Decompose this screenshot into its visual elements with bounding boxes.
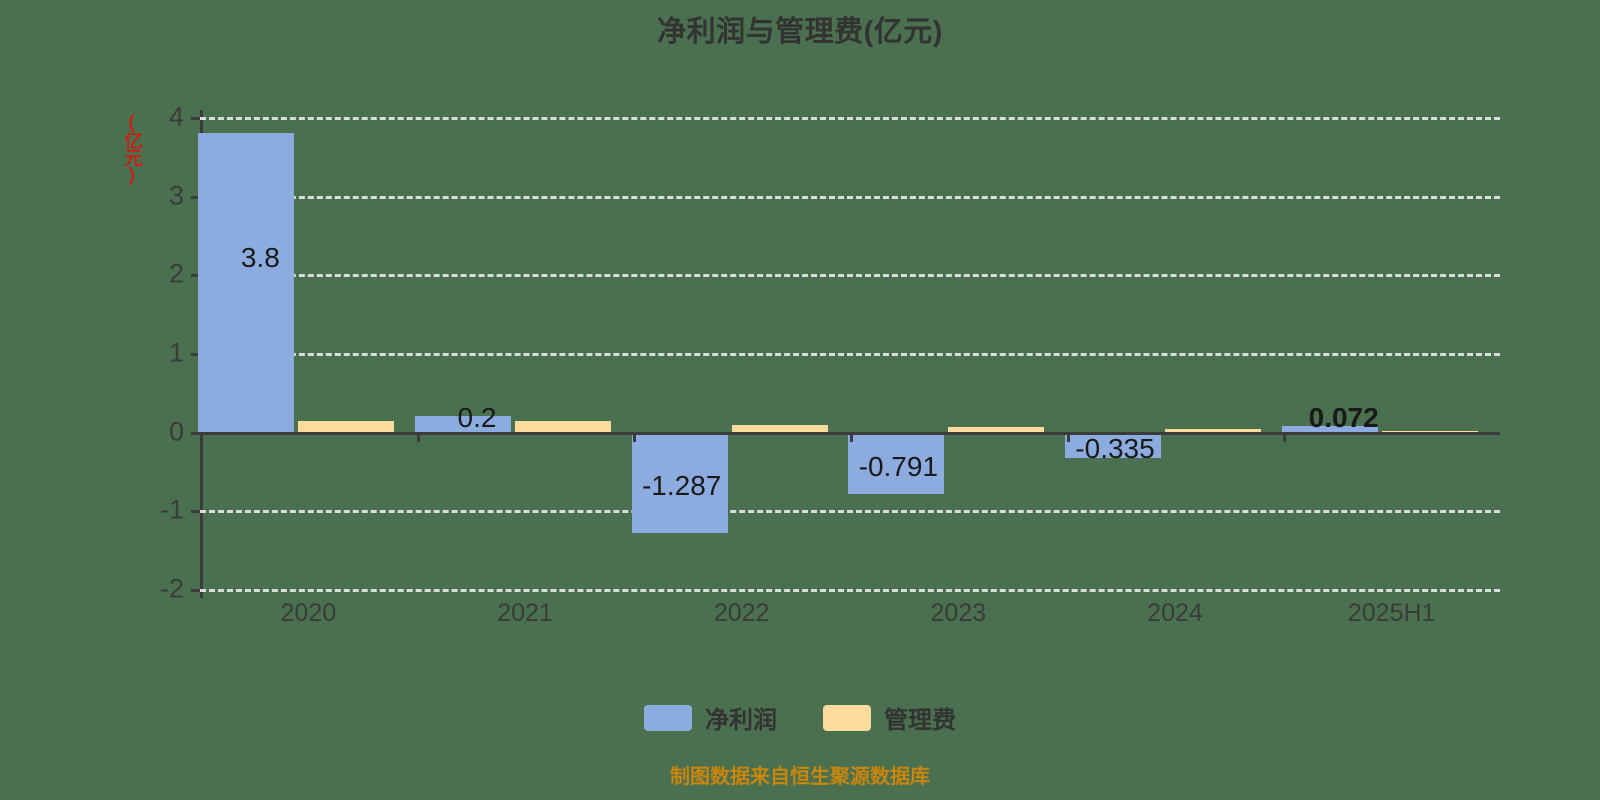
x-tick-label-2025H1: 2025H1 [1347,599,1436,627]
legend-item-admin-fee[interactable]: 管理费 [823,700,956,735]
gridline [200,510,1500,514]
bar-admin-fee-2020 [298,420,395,432]
x-tick-label-2021: 2021 [497,599,553,627]
x-tick-mark [633,431,637,442]
bar-admin-fee-2022 [731,425,828,432]
gridline [200,195,1500,199]
y-tick-label: 3 [168,180,184,211]
y-tick-mark [191,195,200,199]
x-tick-label-2024: 2024 [1147,599,1203,627]
legend-swatch-icon [823,704,871,731]
y-tick-mark [191,274,200,278]
x-tick-mark [416,431,420,442]
bar-value-label: 3.8 [240,242,280,274]
bar-value-label: 0.072 [1308,401,1379,433]
x-tick-label-2020: 2020 [280,599,337,627]
chart-legend: 净利润 管理费 [0,700,1600,735]
y-tick-mark [191,353,200,356]
legend-swatch-icon [644,704,692,731]
y-tick-label: 4 [168,101,184,132]
y-tick-label: 2 [168,258,184,289]
legend-label: 管理费 [884,707,956,734]
gridline [200,589,1500,592]
bar-value-label: 0.2 [457,401,497,433]
x-tick-mark [1066,431,1070,442]
bar-admin-fee-2021 [515,421,611,432]
y-tick-label: 0 [168,416,184,447]
bar-value-label: -0.335 [1075,432,1155,464]
bar-net-profit-2024 [1065,431,1161,458]
footer-note: 制图数据来自恒生聚源数据库 [670,766,930,788]
bar-value-label: -1.287 [641,470,722,502]
y-tick-label: -1 [159,494,184,525]
x-tick-mark [1283,431,1287,442]
x-tick-label-2022: 2022 [713,599,770,627]
gridline [200,117,1500,120]
chart-title: 净利润与管理费(亿元) [657,16,943,48]
y-tick-mark [191,589,200,592]
y-axis-title: (亿元) [121,112,142,184]
bar-admin-fee-2023 [948,427,1045,432]
y-tick-label: 1 [168,337,184,368]
x-tick-label-2023: 2023 [930,599,987,627]
y-tick-mark [191,117,200,120]
gridline [200,274,1500,278]
zero-axis-line [192,431,1500,435]
bar-admin-fee-2024 [1165,428,1261,432]
y-tick-mark [191,510,200,514]
bar-net-profit-2022 [631,431,728,533]
legend-item-net-profit[interactable]: 净利润 [644,700,777,735]
bar-value-label: -0.791 [858,450,939,482]
legend-label: 净利润 [705,707,777,734]
x-tick-mark [850,431,853,442]
gridline [200,353,1500,356]
y-tick-label: -2 [159,573,184,604]
bar-net-profit-2021 [415,415,511,432]
bar-net-profit-2020 [198,132,295,432]
bar-net-profit-2025H1 [1281,426,1378,432]
bar-net-profit-2023 [848,431,945,494]
